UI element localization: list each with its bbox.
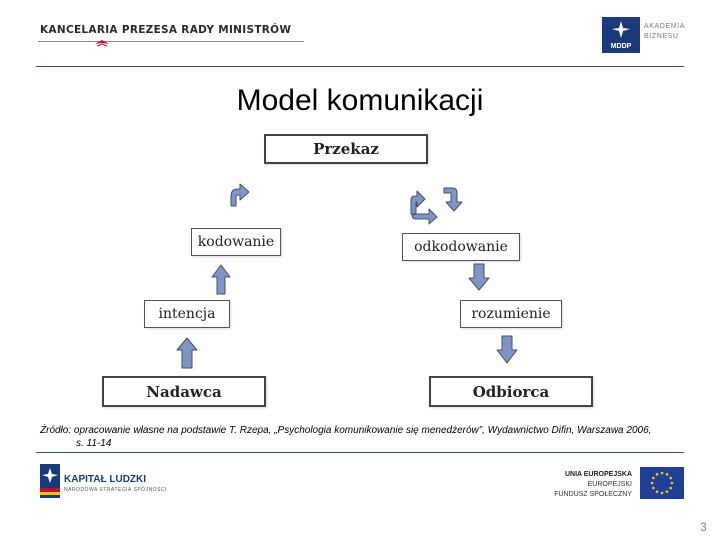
eu-star-icon	[669, 476, 672, 480]
eu-star-icon	[660, 471, 664, 475]
curved-arrow-icon	[411, 208, 438, 225]
slide-title: Model komunikacji	[236, 84, 484, 117]
source-note: Źródło: opracowanie własne na podstawie …	[40, 424, 680, 450]
eu-star-icon	[665, 490, 669, 493]
source-line-1: Źródło: opracowanie własne na podstawie …	[40, 425, 652, 436]
akademia-biznesu-label: AKADEMIA BIZNESU	[644, 22, 685, 42]
akademia-line1: AKADEMIA	[644, 23, 685, 30]
mddp-label: MDDP	[610, 43, 632, 50]
curved-arrow-icon	[410, 190, 426, 215]
eu-star-icon	[652, 476, 655, 480]
arrow-up-icon	[211, 264, 231, 295]
przekaz-box: Przekaz	[264, 134, 428, 164]
curved-arrow-icon	[230, 183, 250, 207]
eu-star-icon	[655, 490, 659, 493]
mddp-logo: MDDP	[602, 17, 640, 53]
kprm-name: KANCELARIA PREZESA RADY MINISTRÓW	[40, 24, 292, 36]
odbiorca-box: Odbiorca	[429, 376, 593, 407]
eu-line-3: FUNDUSZ SPOŁECZNY	[554, 491, 632, 498]
arrow-down-icon	[468, 263, 490, 291]
top-divider	[36, 66, 684, 67]
eu-star-icon	[655, 473, 659, 476]
eu-flag-icon	[640, 467, 684, 499]
eagle-icon	[95, 40, 109, 47]
eu-star-icon	[660, 491, 664, 495]
star-icon	[612, 21, 630, 38]
eu-star-icon	[650, 481, 654, 485]
curved-arrow-icon	[443, 187, 463, 212]
eu-star-icon	[669, 486, 672, 490]
rozumienie-box: rozumienie	[460, 300, 562, 328]
arrow-up-icon	[176, 337, 198, 369]
nadawca-box: Nadawca	[102, 376, 266, 407]
eu-star-icon	[670, 481, 674, 485]
kodowanie-box: kodowanie	[191, 228, 281, 256]
eu-star-icon	[652, 486, 655, 490]
eu-line-1: UNIA EUROPEJSKA	[564, 471, 632, 478]
kapital-ludzki-sub: NARODOWA STRATEGIA SPÓJNOŚCI	[64, 487, 167, 493]
odkodowanie-box: odkodowanie	[402, 233, 520, 261]
akademia-line2: BIZNESU	[644, 33, 679, 40]
eu-label: UNIA EUROPEJSKA EUROPEJSKI FUNDUSZ SPOŁE…	[540, 470, 632, 500]
kapital-ludzki-label: KAPITAŁ LUDZKI	[64, 474, 147, 485]
source-line-2: s. 11-14	[76, 438, 112, 449]
bottom-divider	[36, 452, 684, 453]
kapital-ludzki-logo-icon	[40, 464, 60, 498]
page-number: 3	[700, 520, 707, 534]
intencja-box: intencja	[144, 300, 230, 328]
eu-star-icon	[665, 473, 669, 476]
eu-line-2: EUROPEJSKI	[587, 481, 632, 488]
arrow-down-icon	[496, 335, 518, 364]
header-divider	[38, 41, 304, 42]
